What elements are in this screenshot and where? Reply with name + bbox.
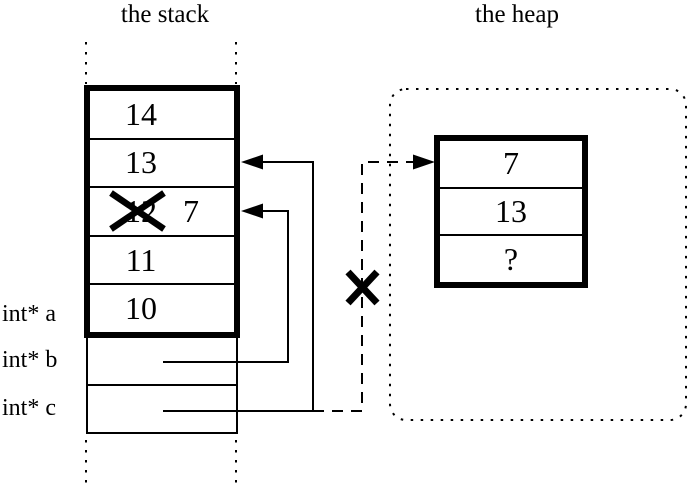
- stack-cell-value: 13: [125, 144, 157, 181]
- stack-cell-value: 14: [125, 95, 157, 132]
- x-mark-dangling-pointer: [345, 269, 380, 306]
- heap-cell-value: ?: [503, 240, 519, 277]
- stack-title: the stack: [120, 1, 210, 28]
- stack-cell-overwritten: 12 7: [90, 188, 234, 237]
- stack-cell-14: 14: [90, 91, 234, 140]
- stack-cell-value: 10: [125, 290, 157, 327]
- pointer-label-a: int* a: [2, 301, 56, 327]
- dangling-arrowhead: [413, 154, 435, 170]
- heap-cell-0: 7: [440, 141, 582, 189]
- heap-block-box: 7 13 ?: [434, 135, 588, 288]
- heap-cell-value: 7: [503, 145, 519, 182]
- heap-title: the heap: [475, 1, 559, 28]
- dangling-pointer-line: [313, 161, 413, 412]
- arrowhead-c: [241, 154, 263, 170]
- heap-cell-1: 13: [440, 189, 582, 237]
- stack-pointer-cells: [86, 338, 238, 434]
- stack-cell-13: 13: [90, 140, 234, 189]
- pointer-cell-b: [88, 338, 236, 386]
- pointer-label-b: int* b: [2, 347, 58, 373]
- stack-frame-box: 14 13 12 7 11 10: [84, 85, 240, 338]
- pointer-cell-c: [88, 386, 236, 432]
- new-value: 7: [183, 192, 199, 229]
- heap-cell-2: ?: [440, 236, 582, 282]
- heap-cell-value: 13: [495, 193, 527, 229]
- crossed-out-old-value: 12: [125, 192, 157, 229]
- arrowhead-b: [241, 203, 263, 219]
- stack-cell-value: 11: [125, 241, 157, 278]
- stack-cell-11: 11: [90, 237, 234, 286]
- pointer-label-c: int* c: [2, 395, 56, 421]
- stack-cell-10: 10: [90, 285, 234, 332]
